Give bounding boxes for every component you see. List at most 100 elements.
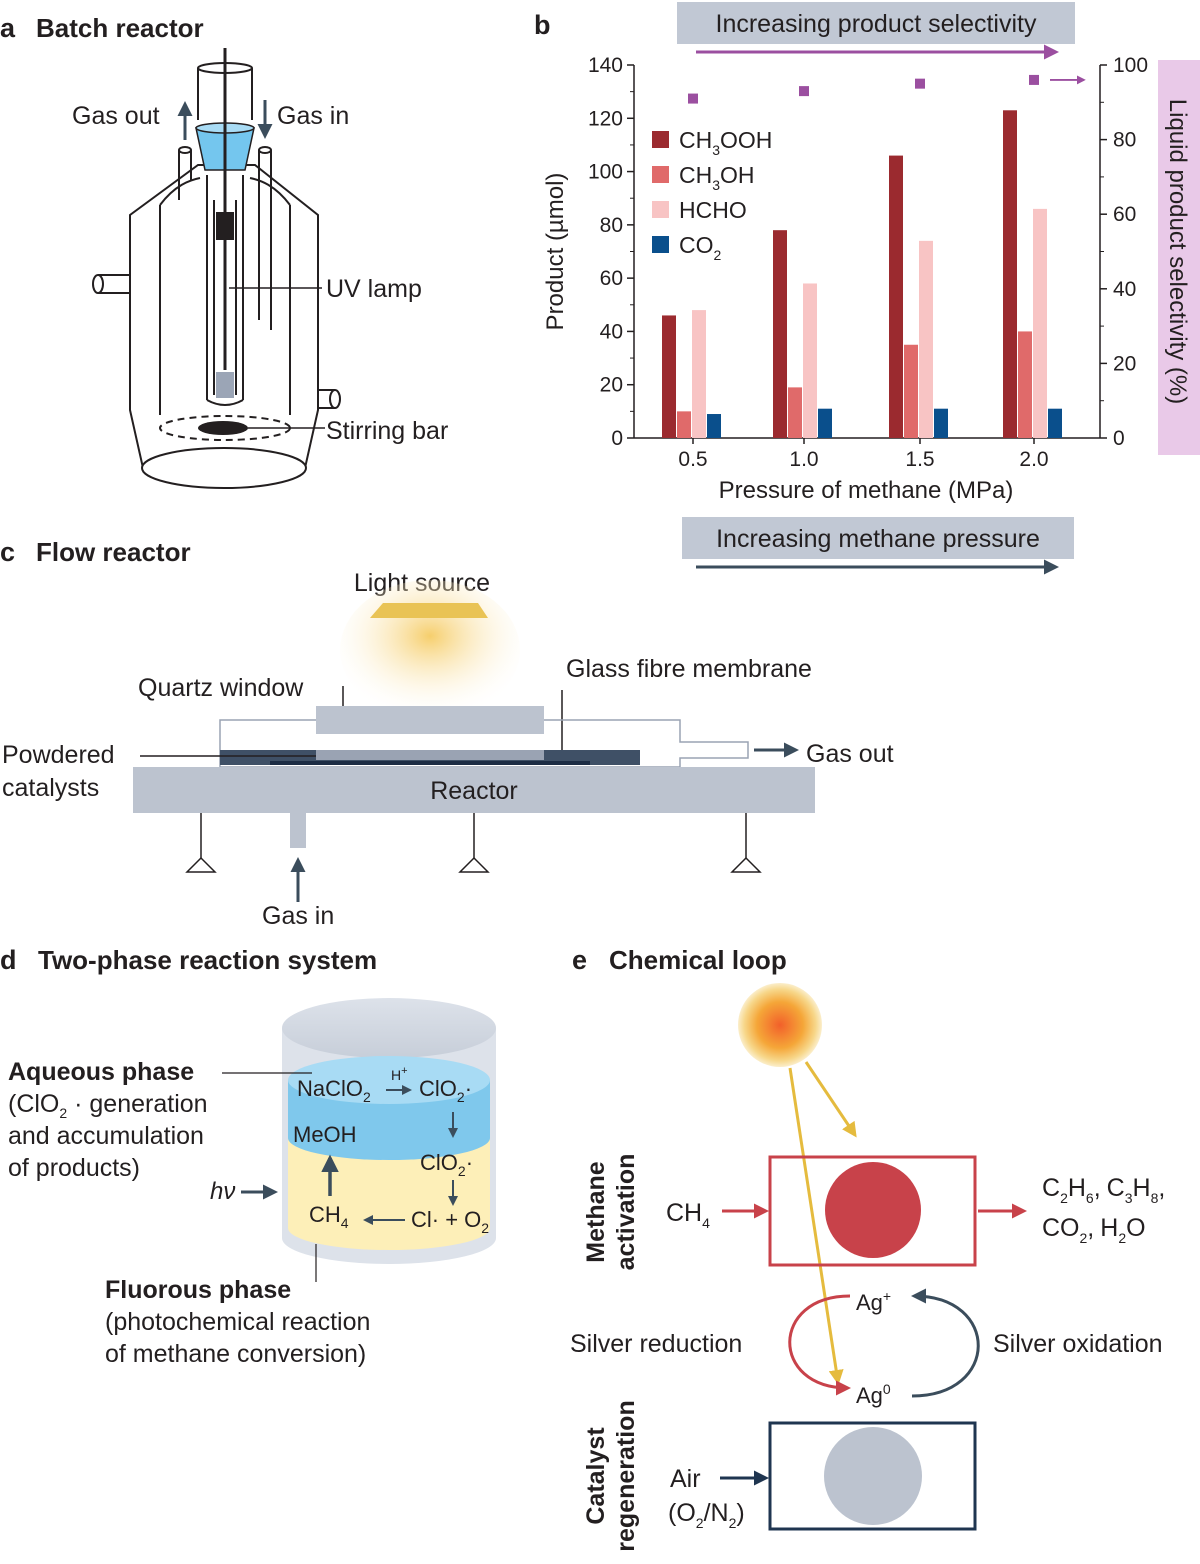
catalyst-active-icon: [825, 1162, 921, 1258]
legend-swatch: [652, 131, 669, 148]
svg-text:ClO2·: ClO2·: [420, 1150, 473, 1179]
ag-zero-label: Ag0: [856, 1381, 891, 1408]
panel-c-title: Flow reactor: [36, 537, 191, 567]
selectivity-banner: [677, 2, 1075, 44]
panel-e-title: Chemical loop: [609, 945, 787, 975]
lamp-base: [216, 372, 234, 398]
y2-tick-label: 60: [1113, 203, 1136, 226]
gas-in-label-c: Gas in: [262, 902, 334, 930]
y-tick-label: 80: [600, 214, 623, 237]
svg-text:Cl· + O2: Cl· + O2: [411, 1207, 489, 1236]
bar-ch3ooh: [889, 155, 903, 439]
methane-activation-box: [768, 1155, 977, 1267]
meoh-label: MeOH: [293, 1122, 357, 1147]
y2-tick-label: 40: [1113, 278, 1136, 301]
legend-label: CH3OOH: [679, 127, 772, 158]
fluorous-title: Fluorous phase: [105, 1276, 291, 1304]
y-axis-label: Product (µmol): [542, 173, 569, 331]
selectivity-banner-text: Increasing product selectivity: [716, 10, 1037, 38]
panel-b: b Increasing product selectivity 0204060…: [534, 2, 1200, 575]
panel-d: d Two-phase reaction system NaClO2 H+ Cl…: [0, 945, 496, 1368]
silver-reduction-label: Silver reduction: [570, 1330, 742, 1358]
y2-tick-label: 80: [1113, 129, 1136, 152]
ch4-label: CH4: [666, 1199, 710, 1231]
panel-c: c Flow reactor Light source Glass fibre …: [0, 537, 894, 930]
bar-ch3ooh: [773, 230, 787, 438]
bar-hcho: [803, 283, 817, 438]
aqueous-surface: [288, 1056, 490, 1104]
bar-hcho: [919, 240, 933, 438]
y-tick-label: 60: [600, 267, 623, 290]
stirring-bar-icon: [198, 421, 248, 435]
gas-in-label: Gas in: [277, 102, 349, 130]
pressure-banner-text: Increasing methane pressure: [716, 525, 1040, 553]
gas-out-label: Gas out: [72, 102, 160, 130]
bar-ch3ooh: [1003, 110, 1017, 439]
bar-hcho: [692, 310, 706, 438]
x-tick-label: 0.5: [678, 448, 707, 471]
catalyst-window-region: [316, 750, 544, 760]
pressure-banner: [682, 517, 1074, 559]
reactor-supports: [185, 813, 762, 873]
bar-ch3ooh: [662, 315, 676, 438]
catalyst-regeneration-label-2: regeneration: [612, 1400, 640, 1551]
aqueous-line-2: and accumulation: [8, 1122, 204, 1150]
panel-b-letter: b: [534, 10, 551, 40]
silver-reduction-arrow-icon: [788, 1294, 851, 1396]
light-glow: [340, 580, 520, 720]
light-source-icon: [370, 603, 488, 618]
x-tick-label: 2.0: [1019, 448, 1048, 471]
svg-text:NaClO2: NaClO2: [297, 1076, 371, 1105]
y-tick-label: 40: [600, 320, 623, 343]
x-tick-label: 1.0: [789, 448, 818, 471]
gas-inlet-pipe: [290, 813, 306, 848]
gas-out-label-c: Gas out: [806, 740, 894, 768]
svg-text:H+: H+: [391, 1065, 408, 1083]
y-tick-label: 20: [600, 374, 623, 397]
panel-d-letter: d: [0, 945, 17, 975]
ag-plus-label: Ag+: [856, 1288, 891, 1315]
legend-label: CH3OH: [679, 162, 755, 193]
stirring-bar-label: Stirring bar: [326, 417, 448, 445]
aqueous-line-3: of products): [8, 1154, 140, 1182]
uv-lamp-label: UV lamp: [326, 275, 422, 303]
bar-co2: [934, 408, 948, 438]
panel-d-title: Two-phase reaction system: [38, 945, 377, 975]
cylinder-top: [282, 998, 496, 1058]
svg-text:CH4: CH4: [309, 1202, 349, 1231]
legend-swatch: [652, 236, 669, 253]
y2-axis-label: Liquid product selectivity (%): [1164, 99, 1191, 404]
y-tick-label: 100: [588, 161, 623, 184]
bar-co2: [1048, 408, 1062, 438]
reactor-label: Reactor: [430, 777, 518, 805]
legend-swatch: [652, 166, 669, 183]
x-axis-label: Pressure of methane (MPa): [719, 477, 1014, 504]
panel-e: e Chemical loop CH4 C2H6,C3H8, CO2,H2O M…: [570, 945, 1165, 1552]
panel-a-title: Batch reactor: [36, 13, 204, 43]
selectivity-point: [915, 78, 925, 89]
bar-ch3oh: [788, 387, 802, 438]
bar-ch3oh: [677, 411, 691, 438]
legend-label: HCHO: [679, 197, 747, 223]
legend-label: CO2: [679, 232, 722, 263]
products-line-1: C2H6,C3H8,: [1042, 1174, 1165, 1206]
y-tick-label: 140: [588, 54, 623, 77]
x-tick-label: 1.5: [905, 448, 934, 471]
selectivity-point: [799, 86, 809, 97]
reactor-base: [133, 767, 815, 813]
aqueous-line-1: (ClO2 · generation: [8, 1090, 208, 1121]
selectivity-point: [1029, 74, 1039, 85]
y2-label-background: [1158, 60, 1200, 455]
bar-co2: [707, 414, 721, 438]
panel-c-letter: c: [0, 537, 15, 567]
light-ray-long: [788, 1067, 844, 1385]
catalyst-regenerated-icon: [824, 1427, 922, 1525]
products-line-2: CO2,H2O: [1042, 1214, 1146, 1246]
bar-hcho: [1033, 208, 1047, 438]
o2n2-label: (O2/N2): [668, 1499, 745, 1531]
bar-ch3oh: [904, 344, 918, 438]
panel-a-letter: a: [0, 13, 16, 43]
catalyst-regeneration-label-1: Catalyst: [582, 1427, 610, 1525]
svg-text:ClO2·: ClO2·: [419, 1076, 472, 1105]
hv-label: hν: [210, 1178, 235, 1205]
